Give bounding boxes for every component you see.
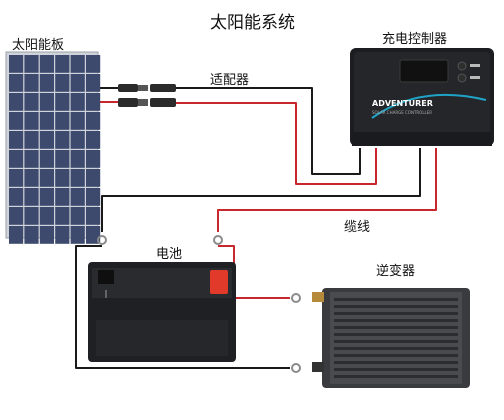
- solar-cell: [24, 131, 39, 149]
- controller-subtext: SOLAR CHARGE CONTROLLER: [372, 110, 432, 115]
- adapter-connectors: [118, 84, 176, 107]
- battery-inverter-negative-wire: [75, 245, 290, 369]
- solar-cell: [70, 188, 85, 206]
- solar-cell: [86, 55, 101, 73]
- solar-cell: [70, 74, 85, 92]
- solar-cell: [70, 207, 85, 225]
- solar-cell: [55, 55, 70, 73]
- inverter-fin: [334, 354, 458, 357]
- solar-cell: [24, 169, 39, 187]
- solar-cell: [70, 93, 85, 111]
- adapter-controller-positive-wire: [176, 102, 377, 185]
- inverter-fin: [334, 312, 458, 315]
- solar-cell: [39, 112, 54, 130]
- solar-cell: [24, 74, 39, 92]
- solar-cell: [24, 150, 39, 168]
- inverter-fin: [334, 375, 458, 378]
- solar-cell: [70, 112, 85, 130]
- solar-cell: [39, 131, 54, 149]
- inverter-fin: [334, 347, 458, 350]
- solar-cell: [39, 74, 54, 92]
- solar-cell: [9, 150, 24, 168]
- solar-cell: [24, 207, 39, 225]
- solar-cell: [86, 226, 101, 244]
- inverter-fin: [334, 368, 458, 371]
- solar-cell: [86, 150, 101, 168]
- solar-cell: [9, 93, 24, 111]
- solar-cell: [9, 112, 24, 130]
- adapter-controller-negative-wire: [176, 87, 361, 175]
- solar-cell: [55, 131, 70, 149]
- inverter-label: 逆变器: [376, 264, 416, 279]
- adapter-label: 适配器: [210, 73, 250, 88]
- solar-cell: [24, 112, 39, 130]
- solar-cell: [9, 74, 24, 92]
- solar-cell: [39, 169, 54, 187]
- inverter-fin: [334, 298, 458, 301]
- solar-cell: [9, 169, 24, 187]
- solar-cell: [70, 150, 85, 168]
- solar-cell: [55, 169, 70, 187]
- solar-cell: [9, 55, 24, 73]
- inverter-fin: [334, 305, 458, 308]
- solar-cell: [9, 188, 24, 206]
- solar-cell: [86, 93, 101, 111]
- solar-cell: [70, 169, 85, 187]
- solar-cell: [24, 93, 39, 111]
- solar-cell: [86, 188, 101, 206]
- controller-label: 充电控制器: [382, 32, 448, 47]
- solar-cell: [55, 93, 70, 111]
- solar-cell: [70, 55, 85, 73]
- battery-label: 电池: [156, 247, 183, 262]
- solar-cell: [24, 188, 39, 206]
- diagram-title: 太阳能系统: [210, 13, 295, 33]
- solar-cell: [39, 55, 54, 73]
- solar-cell: [24, 55, 39, 73]
- inverter-fin: [334, 326, 458, 329]
- solar-cell: [9, 207, 24, 225]
- solar-cell: [24, 226, 39, 244]
- solar-panel-label: 太阳能板: [12, 38, 65, 53]
- solar-cell: [86, 169, 101, 187]
- inverter-fin: [334, 340, 458, 343]
- controller-brand: ADVENTURER: [372, 99, 433, 108]
- solar-cell: [39, 188, 54, 206]
- battery-negative-terminal: [98, 270, 114, 284]
- solar-cell: [55, 188, 70, 206]
- inverter-fin: [334, 319, 458, 322]
- controller-battery-positive-wire: [217, 148, 437, 232]
- inverter: [312, 288, 470, 388]
- charge-controller: ADVENTURER SOLAR CHARGE CONTROLLER: [350, 48, 494, 146]
- controller-battery-negative-wire: [101, 148, 421, 232]
- solar-cell: [39, 207, 54, 225]
- solar-cell: [86, 131, 101, 149]
- inverter-fin: [334, 333, 458, 336]
- solar-cell: [55, 112, 70, 130]
- solar-cell: [9, 131, 24, 149]
- solar-cell: [70, 131, 85, 149]
- solar-cell: [39, 150, 54, 168]
- solar-cell: [55, 74, 70, 92]
- battery-positive-terminal: [210, 270, 228, 294]
- solar-cell: [55, 226, 70, 244]
- solar-cell: [55, 150, 70, 168]
- solar-cell: [9, 226, 24, 244]
- solar-cell: [55, 207, 70, 225]
- solar-cell: [70, 226, 85, 244]
- solar-cell: [86, 74, 101, 92]
- solar-panel: [5, 51, 101, 244]
- solar-cell: [86, 112, 101, 130]
- battery: [88, 262, 236, 362]
- solar-cell: [39, 226, 54, 244]
- inverter-fin: [334, 361, 458, 364]
- solar-cell: [39, 93, 54, 111]
- cable-label: 缆线: [344, 220, 371, 235]
- ring-terminals: [97, 235, 301, 373]
- solar-cell: [86, 207, 101, 225]
